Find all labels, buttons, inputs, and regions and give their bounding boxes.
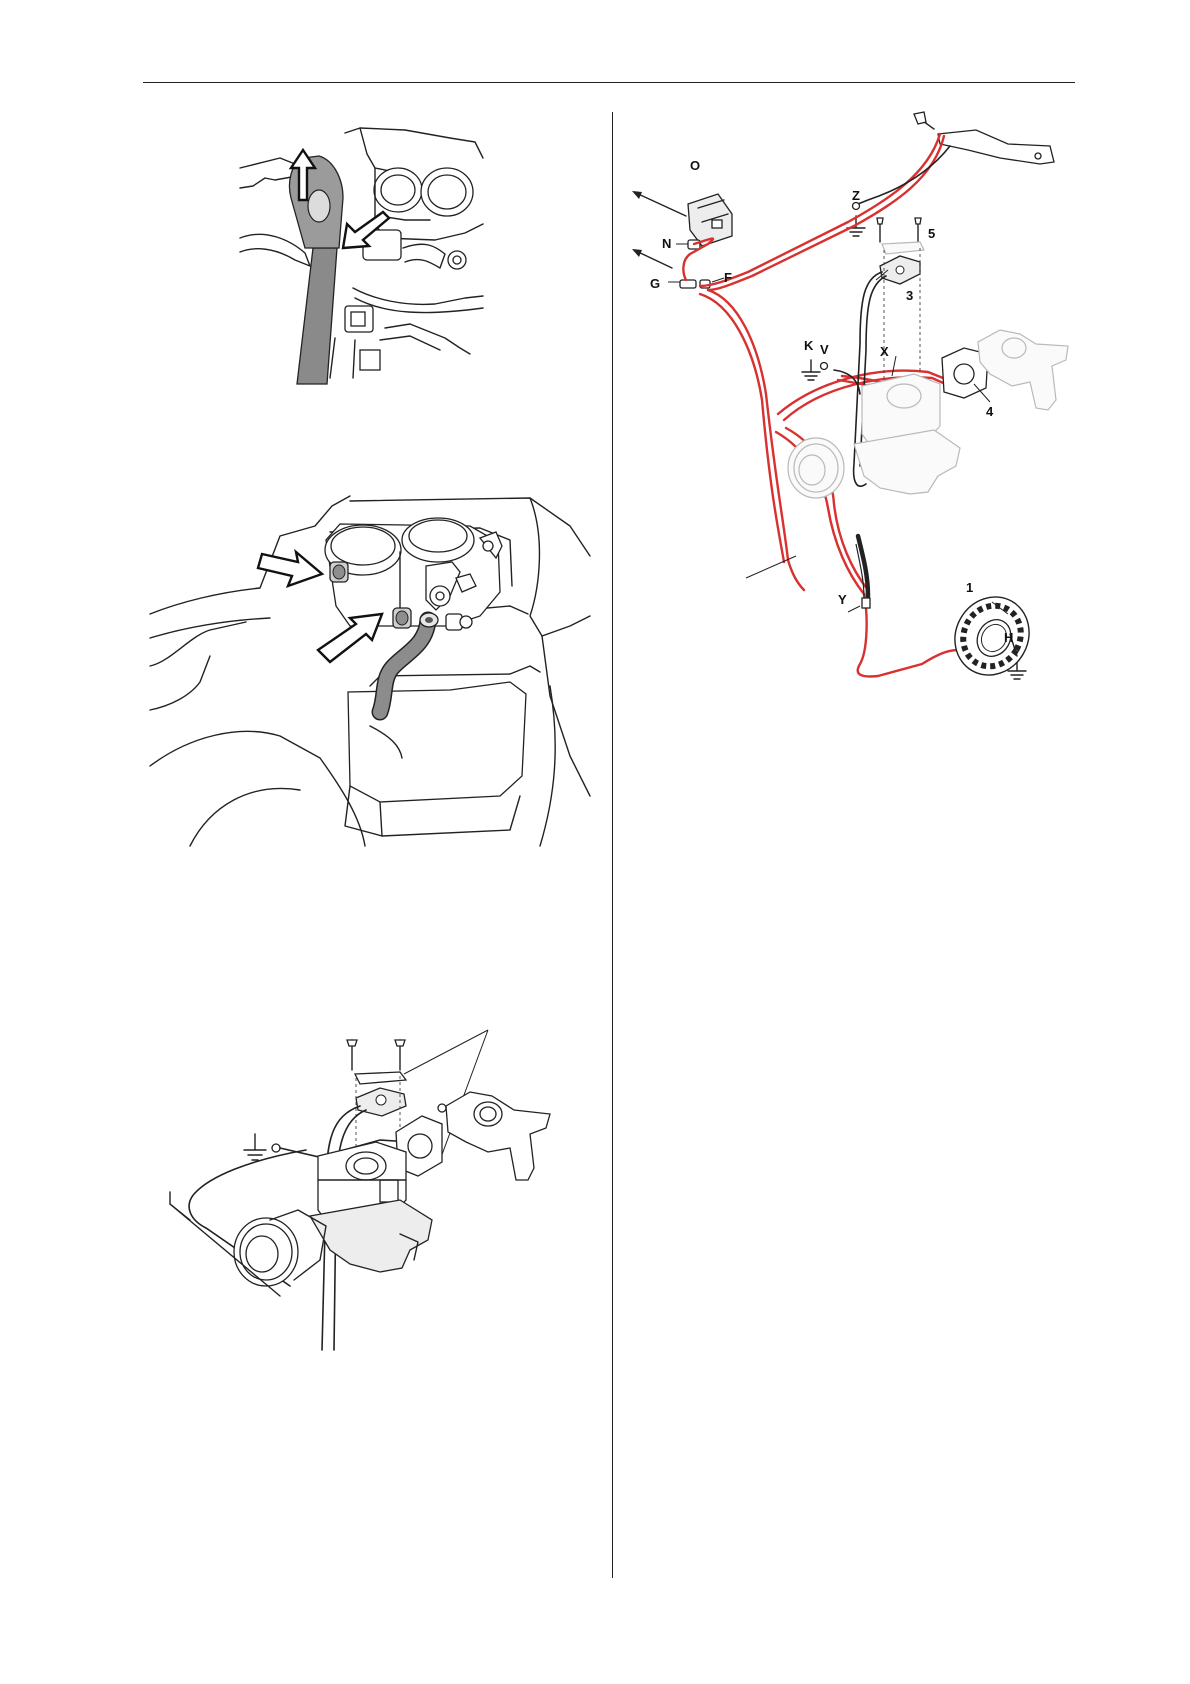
ignition-bracket bbox=[355, 1072, 406, 1084]
arrow-right-icon bbox=[258, 552, 322, 586]
fitting-nipple bbox=[446, 614, 472, 630]
intake-manifold-faint bbox=[978, 330, 1068, 410]
figure-ignition-module-wiring bbox=[170, 1030, 590, 1402]
label-y: Y bbox=[838, 592, 847, 607]
label-k: K bbox=[804, 338, 814, 353]
cable-arrow-icon bbox=[632, 249, 672, 268]
screws-5 bbox=[877, 218, 921, 242]
label-1: 1 bbox=[966, 580, 973, 595]
engine-outline bbox=[150, 496, 590, 846]
nut-upper bbox=[330, 562, 348, 582]
header-rule bbox=[143, 82, 1075, 83]
adapter-ring bbox=[234, 1210, 326, 1286]
adapter-ring-faint bbox=[788, 438, 844, 498]
figure-nuts-and-hose bbox=[150, 496, 590, 846]
harness-sheath bbox=[856, 536, 870, 608]
cable-arrow-icon bbox=[632, 191, 686, 216]
figure-wrench-on-fitting bbox=[235, 128, 485, 384]
engine-outline bbox=[240, 128, 483, 378]
label-h: H bbox=[1004, 630, 1013, 645]
label-5: 5 bbox=[928, 226, 935, 241]
column-divider bbox=[612, 112, 613, 1578]
label-4: 4 bbox=[986, 404, 994, 419]
nut-lower bbox=[393, 608, 411, 628]
label-o: O bbox=[690, 158, 700, 173]
label-x: X bbox=[880, 344, 889, 359]
label-g: G bbox=[650, 276, 660, 291]
label-z: Z bbox=[852, 188, 860, 203]
screws bbox=[347, 1040, 405, 1070]
wrench bbox=[290, 156, 344, 384]
figure-wiring-diagram: O N G F Z 5 3 K V X 4 1 Y H bbox=[628, 104, 1088, 684]
label-3: 3 bbox=[906, 288, 913, 303]
label-f: F bbox=[724, 270, 732, 285]
intake-manifold bbox=[438, 1092, 550, 1180]
label-v: V bbox=[820, 342, 829, 357]
ignition-module-3 bbox=[880, 242, 924, 384]
leader-lines bbox=[668, 244, 1008, 614]
flywheel-1 bbox=[941, 583, 1043, 688]
label-n: N bbox=[662, 236, 671, 251]
ground-symbol-icon bbox=[802, 360, 820, 380]
